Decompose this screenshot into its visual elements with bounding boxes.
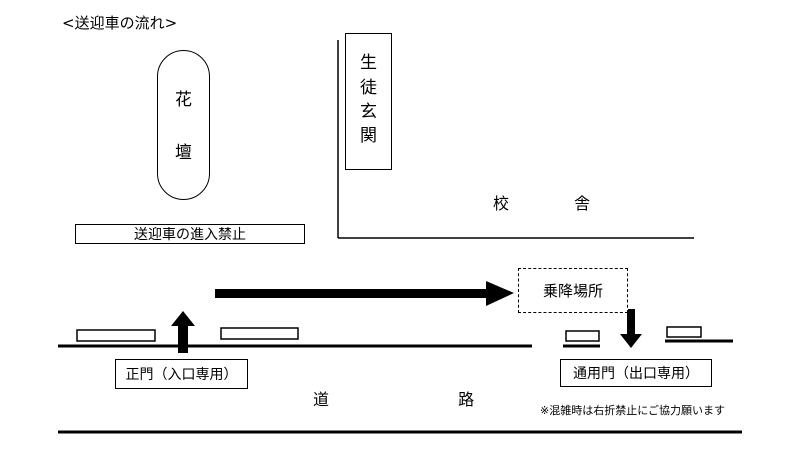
entrance-char-4: 関 (360, 126, 377, 146)
exit-arrow-head (620, 334, 642, 348)
flowerbed (157, 50, 210, 200)
diagram-title: <送迎車の流れ> (62, 14, 178, 32)
curb-2 (220, 327, 299, 340)
flowerbed-char-2: 壇 (175, 143, 192, 163)
pickup-area: 乗降場所 (518, 268, 628, 313)
road-label: 道 路 (313, 390, 537, 409)
curb-4 (666, 326, 702, 338)
curb-1 (76, 329, 156, 342)
flowerbed-char-1: 花 (175, 90, 192, 110)
main-gate-label: 正門（入口専用） (115, 359, 248, 389)
flow-arrow-shaft (215, 289, 487, 298)
curb-3 (565, 330, 600, 342)
school-building-label: 校 舎 (493, 194, 621, 213)
entrance-char-1: 生 (360, 53, 377, 73)
side-gate-label: 通用門（出口専用） (560, 359, 712, 387)
student-entrance (345, 33, 392, 170)
entry-arrow-head (171, 311, 195, 326)
entry-arrow-shaft (178, 325, 188, 353)
right-turn-note: ※混雑時は右折禁止にご協力願います (540, 404, 725, 417)
exit-arrow-shaft (627, 309, 635, 336)
entrance-char-3: 玄 (360, 102, 377, 122)
entrance-char-2: 徒 (360, 78, 377, 98)
flow-arrow-head (486, 281, 514, 306)
no-entry-sign: 送迎車の進入禁止 (75, 224, 305, 244)
